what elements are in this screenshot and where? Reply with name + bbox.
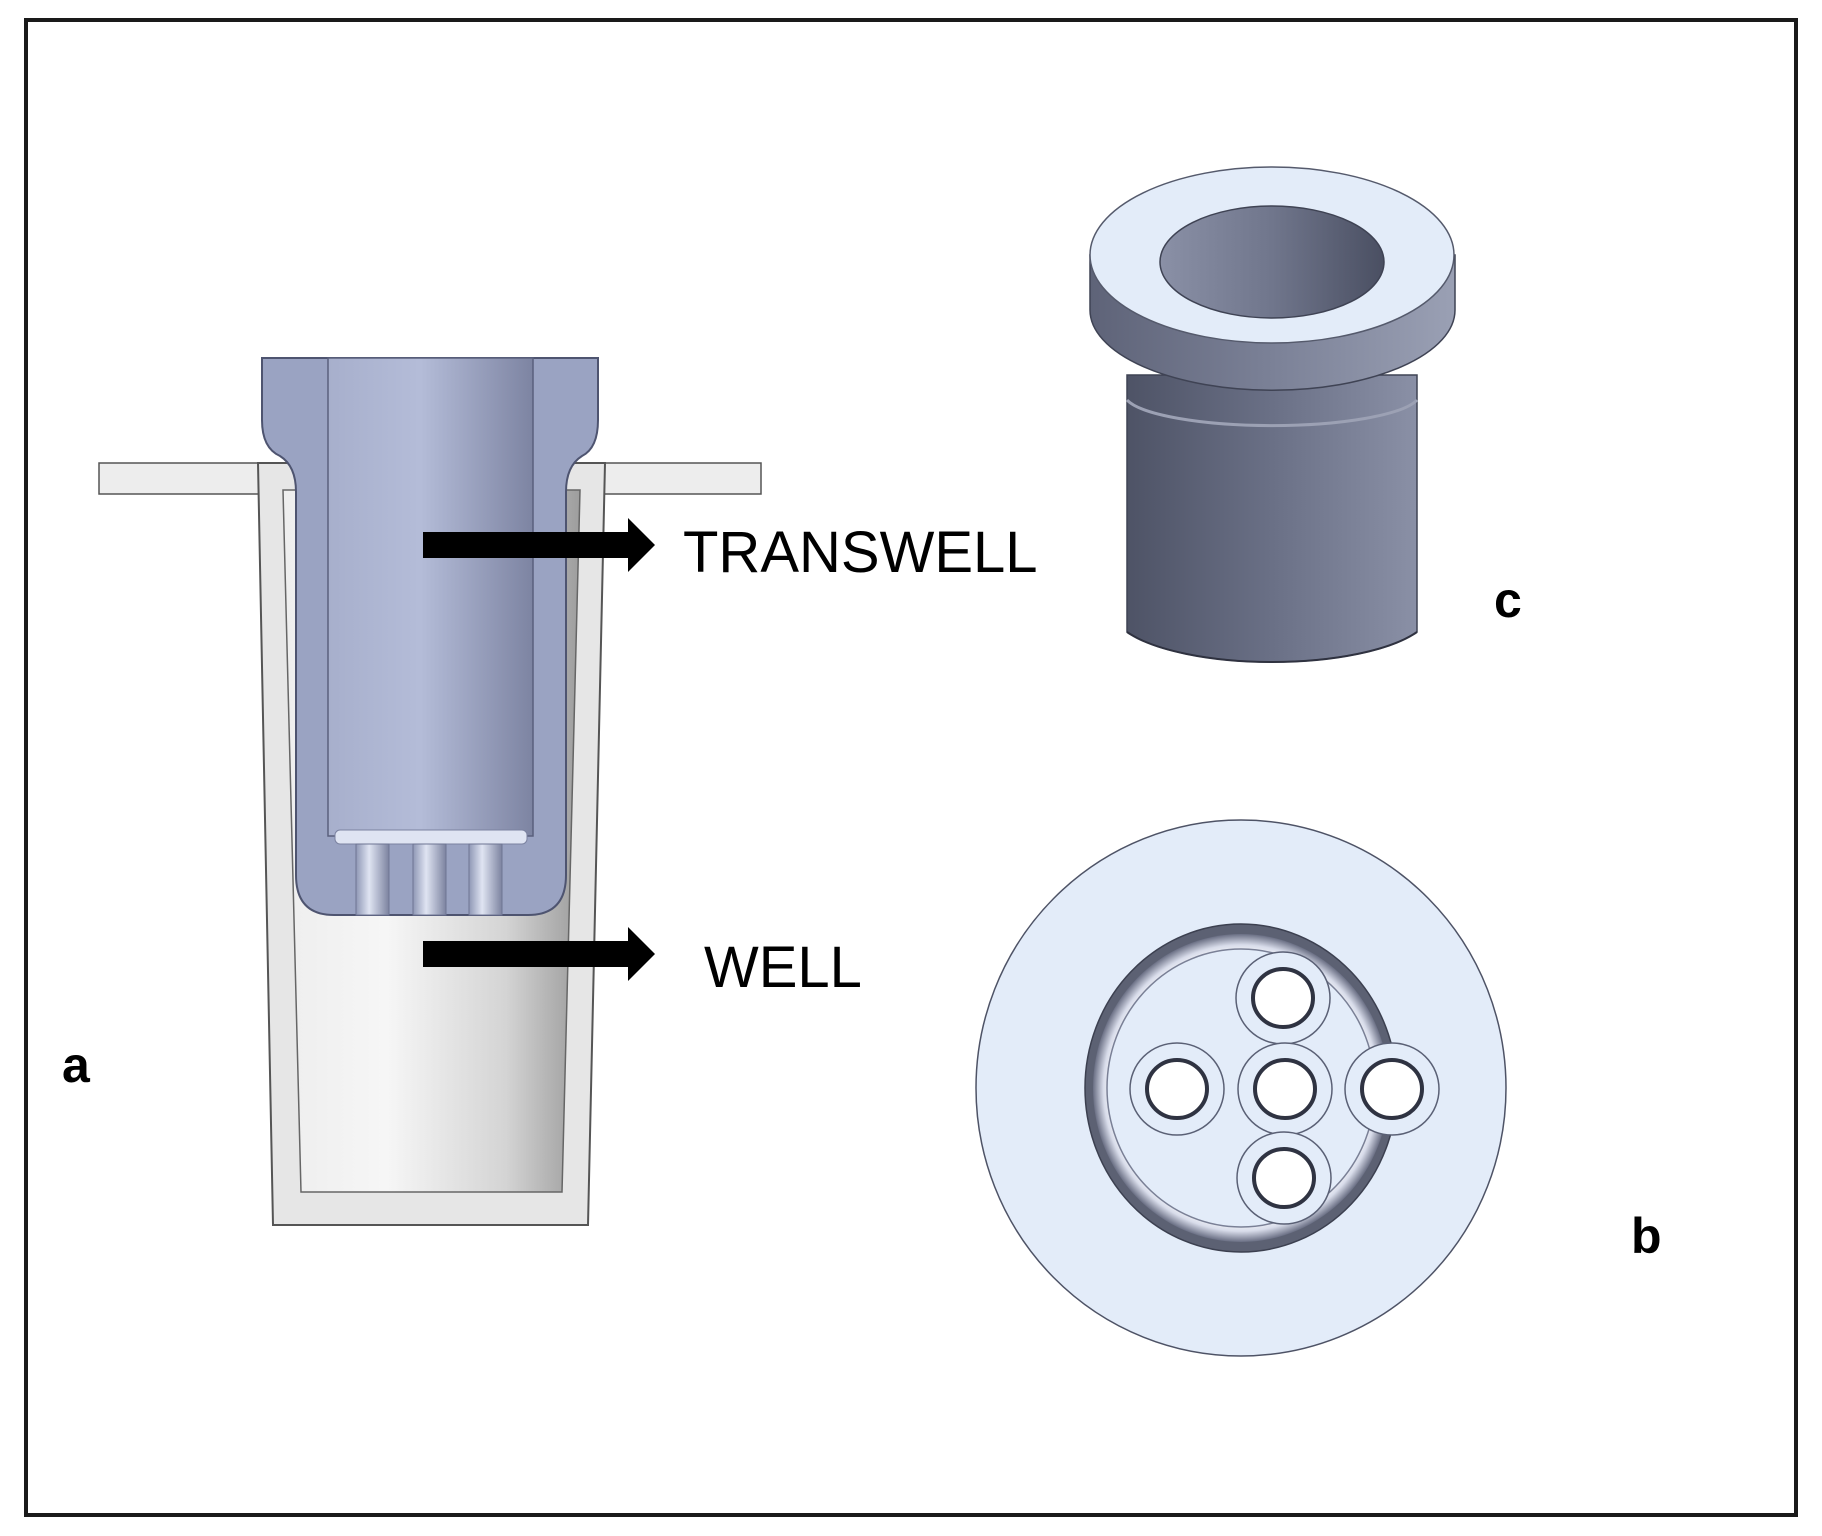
transwell-peg xyxy=(355,843,390,916)
transwell-bottom-view: b xyxy=(975,819,1662,1357)
cross-section-diagram: TRANSWELL WELL a xyxy=(62,357,1038,1226)
transwell-peg xyxy=(468,843,503,916)
hole-right xyxy=(1344,1042,1440,1136)
transwell-bore xyxy=(327,357,534,837)
well-arrow xyxy=(423,927,655,981)
transwell-peg xyxy=(412,843,447,916)
transwell-base-ring xyxy=(1126,631,1418,663)
transwell-floor xyxy=(334,829,528,845)
transwell-label: TRANSWELL xyxy=(683,520,1038,585)
hole-left xyxy=(1129,1042,1225,1136)
panel-b-label: b xyxy=(1631,1208,1662,1264)
panel-a-label: a xyxy=(62,1037,91,1093)
hole-center xyxy=(1237,1042,1333,1136)
transwell-groove xyxy=(1125,398,1419,428)
hole-bottom xyxy=(1236,1131,1332,1225)
transwell-arrow xyxy=(423,518,655,572)
hole-top xyxy=(1235,951,1331,1045)
transwell-opening xyxy=(1159,205,1385,319)
well-label: WELL xyxy=(704,935,862,1000)
panel-c-label: c xyxy=(1494,572,1522,628)
transwell-3d-view: c xyxy=(1089,166,1522,663)
